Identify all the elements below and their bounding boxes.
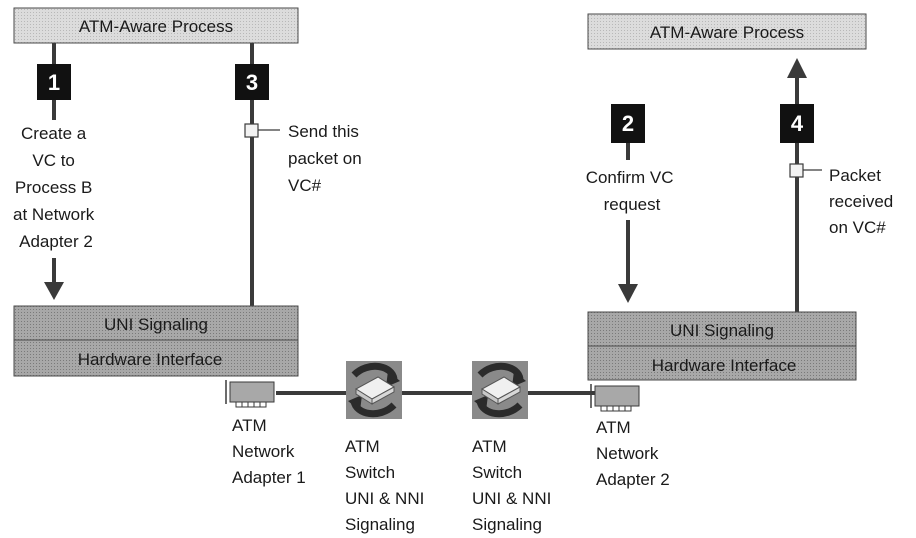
right-uni-signaling-box: UNI Signaling [587,311,857,347]
left-uni-signaling-box: UNI Signaling [13,305,299,341]
step-1-number: 1 [48,70,60,95]
left-hardware-interface-box: Hardware Interface [13,339,299,377]
step-1-arrowhead [44,282,64,300]
left-process-label: ATM-Aware Process [79,17,233,36]
atm-switch-1-icon [346,361,402,419]
step-3-text: Send this packet on VC# [288,122,366,195]
left-uni-label: UNI Signaling [104,315,208,334]
step-2-number: 2 [622,111,634,136]
atm-switch-2-label: ATM Switch UNI & NNI Signaling [472,437,556,534]
left-process-box: ATM-Aware Process [13,7,299,44]
right-process-box: ATM-Aware Process [587,13,867,50]
step-4-text: Packet received on VC# [829,166,898,237]
step-2-arrowhead [618,284,638,303]
right-process-label: ATM-Aware Process [650,23,804,42]
network-adapter-1-icon [225,380,275,408]
step-4-number: 4 [791,111,804,136]
step-3-number: 3 [246,70,258,95]
left-hw-label: Hardware Interface [78,350,223,369]
step-1-badge: 1 [37,64,71,100]
step-2-text: Confirm VC request [586,168,679,214]
network-adapter-1-label: ATM Network Adapter 1 [232,416,306,487]
network-adapter-2-icon [590,384,640,412]
right-uni-label: UNI Signaling [670,321,774,340]
packet-marker-receive [789,163,804,178]
step-3-badge: 3 [235,64,269,100]
atm-switch-1-label: ATM Switch UNI & NNI Signaling [345,437,429,534]
step-1-text: Create a VC to Process B at Network Adap… [13,124,99,251]
right-hw-label: Hardware Interface [652,356,797,375]
step-2-badge: 2 [611,104,645,143]
network-adapter-2-label: ATM Network Adapter 2 [596,418,670,489]
step-4-badge: 4 [780,104,814,143]
step-4-arrowhead [787,58,807,78]
packet-marker-send [244,123,259,138]
atm-switch-2-icon [472,361,528,419]
right-hardware-interface-box: Hardware Interface [587,345,857,381]
